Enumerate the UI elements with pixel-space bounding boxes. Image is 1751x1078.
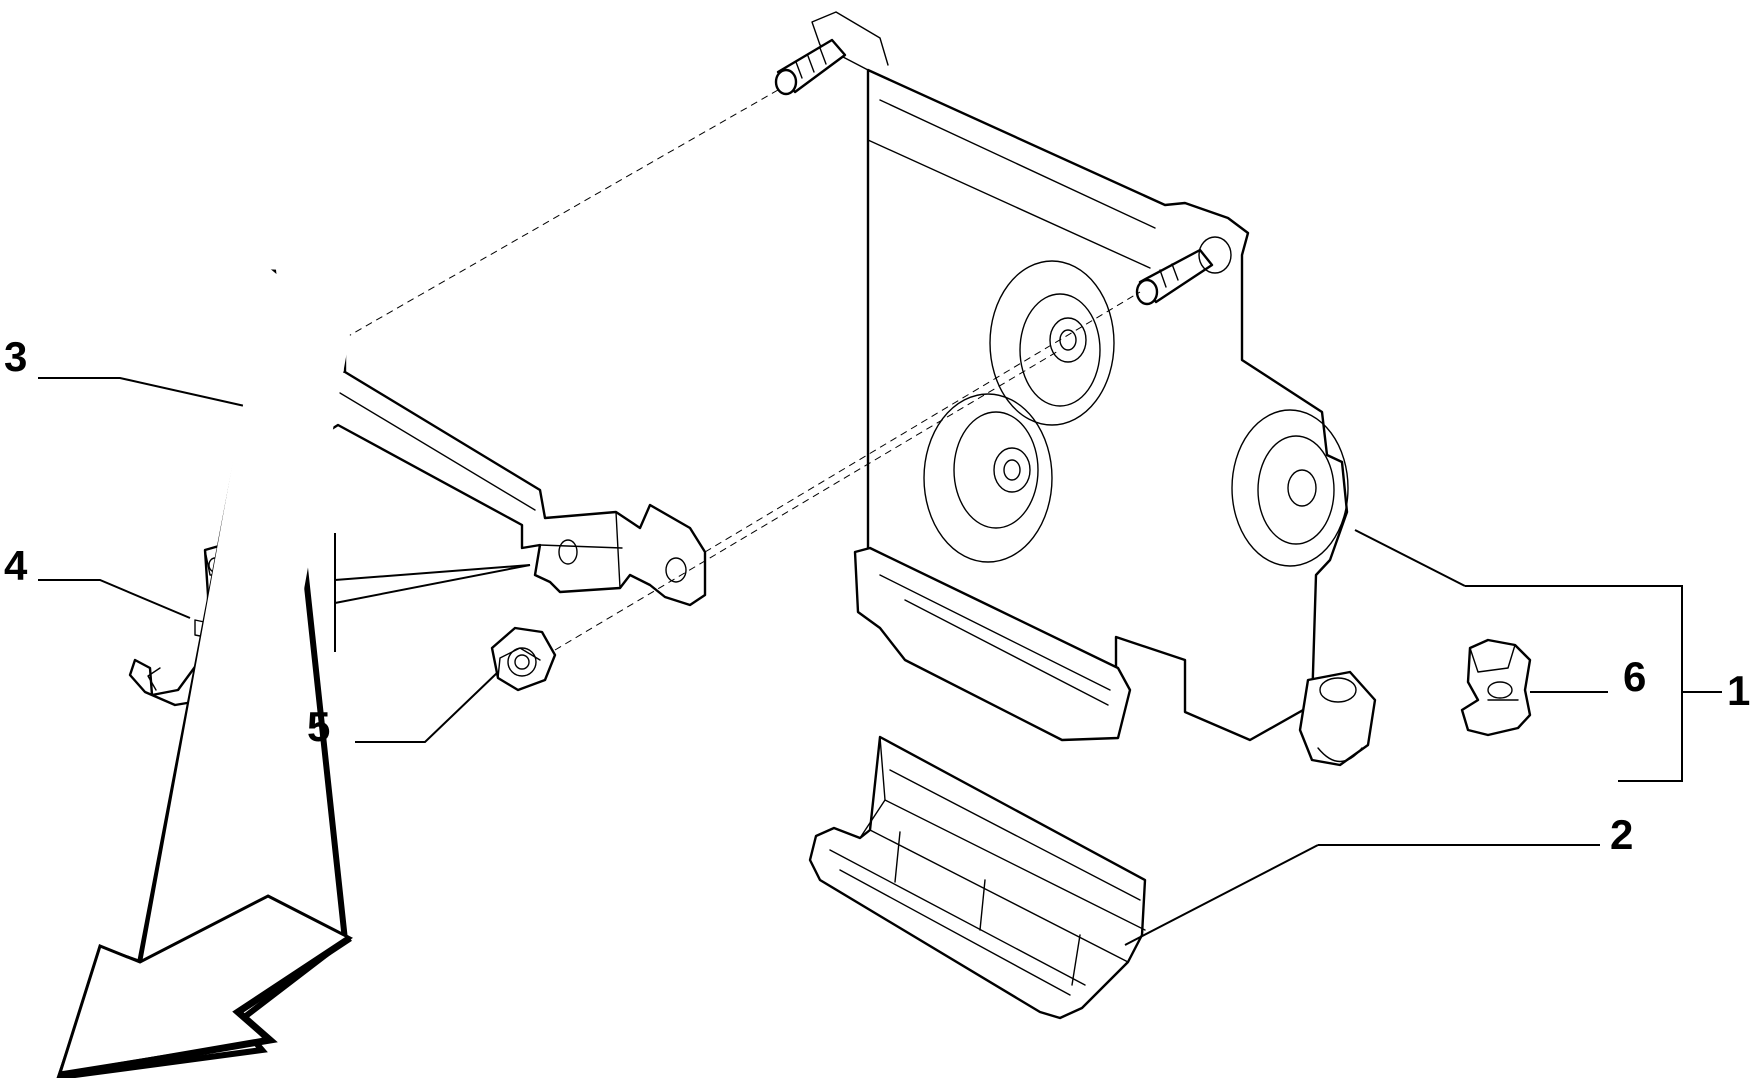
plate-stud-mid: [1135, 236, 1232, 306]
plate-bottom-clip: [1298, 670, 1377, 767]
plate-boss-lower-left: [923, 393, 1053, 563]
plate-stud-top: [774, 38, 847, 96]
small-clip: [1460, 638, 1532, 737]
nut: [490, 626, 557, 692]
plate-boss-right: [1231, 409, 1349, 567]
callout-labels: 1 2 3 4 5 6: [4, 333, 1750, 858]
bracket: [291, 316, 707, 607]
leader-lines: [38, 377, 1722, 946]
callout-4: 4: [4, 542, 28, 589]
callout-2: 2: [1610, 811, 1633, 858]
plate-lower-flange: [853, 546, 1132, 742]
callout-1: 1: [1727, 667, 1750, 714]
assembly-lines: [344, 89, 1141, 651]
mounting-plate: [774, 11, 1377, 767]
arrow-down-left-shape: [57, 894, 354, 1078]
callout-3: 3: [4, 333, 27, 380]
channel-tray: [808, 735, 1147, 1020]
callout-6: 6: [1623, 653, 1646, 700]
plate-boss-top: [989, 260, 1115, 426]
